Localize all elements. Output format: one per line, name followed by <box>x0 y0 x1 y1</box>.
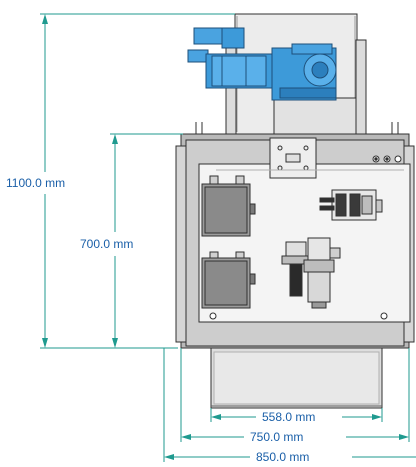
dim-overall-width <box>164 454 416 460</box>
filter-regulator-icon <box>281 237 341 309</box>
upper-housing <box>225 13 367 135</box>
dim-label-base-width: 558.0 mm <box>262 410 315 424</box>
dim-label-frame-width: 750.0 mm <box>250 430 303 444</box>
machine-assembly <box>175 13 415 409</box>
base-tray <box>210 347 383 409</box>
dim-base-width <box>211 414 382 420</box>
dim-overall-height <box>40 13 235 349</box>
dim-frame-width <box>181 434 409 440</box>
dimension-lines <box>40 13 416 462</box>
box-icon <box>201 251 256 309</box>
dim-label-overall-height: 1100.0 mm <box>6 176 65 190</box>
box-icon <box>201 175 256 237</box>
motor-icon <box>187 27 337 101</box>
indicator-light-icon <box>372 155 402 163</box>
dim-label-overall-width: 850.0 mm <box>256 450 309 464</box>
dim-frame-height <box>110 133 183 348</box>
dim-label-frame-height: 700.0 mm <box>80 237 133 251</box>
valve-icon <box>319 189 383 221</box>
